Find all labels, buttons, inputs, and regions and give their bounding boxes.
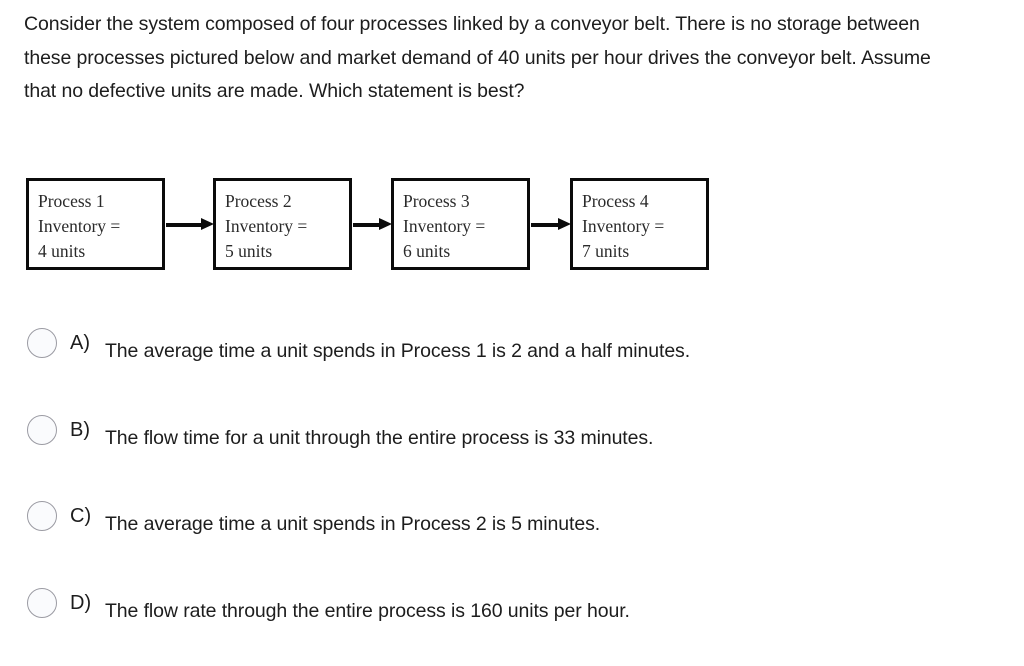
process-box-4-inventory-value: 7 units xyxy=(582,241,630,261)
radio-button-c[interactable] xyxy=(27,501,57,531)
arrow-head xyxy=(379,218,392,230)
process-box-2-title: Process 2 xyxy=(225,191,292,211)
arrow-shaft xyxy=(531,223,559,227)
process-box-3-title: Process 3 xyxy=(403,191,470,211)
process-box-3-inventory-value: 6 units xyxy=(403,241,451,261)
process-box-1-inventory-label: Inventory = xyxy=(38,216,121,236)
option-text-c[interactable]: The average time a unit spends in Proces… xyxy=(105,513,601,535)
arrow-right-icon xyxy=(166,218,214,231)
option-letter-a: A) xyxy=(70,332,90,354)
process-flow-diagram: Process 1 Inventory = 4 units Process 2 … xyxy=(0,178,1024,282)
option-row-b[interactable]: B) The flow time for a unit through the … xyxy=(0,405,1024,492)
radio-button-b[interactable] xyxy=(27,414,57,445)
arrow-right-icon xyxy=(531,218,571,231)
option-text-b[interactable]: The flow time for a unit through the ent… xyxy=(105,426,654,449)
process-box-1-inventory-value: 4 units xyxy=(38,241,86,261)
option-text-d[interactable]: The flow rate through the entire process… xyxy=(105,599,630,622)
radio-button-a[interactable] xyxy=(27,328,57,358)
answer-options-group: A) The average time a unit spends in Pro… xyxy=(0,318,1024,664)
arrow-shaft xyxy=(353,223,380,227)
process-box-3: Process 3 Inventory = 6 units xyxy=(391,178,530,270)
process-box-1-title: Process 1 xyxy=(38,191,105,211)
question-prompt: Consider the system composed of four pro… xyxy=(24,13,931,102)
option-row-c[interactable]: C) The average time a unit spends in Pro… xyxy=(0,491,1024,578)
arrow-head xyxy=(201,218,214,230)
option-row-a[interactable]: A) The average time a unit spends in Pro… xyxy=(0,318,1024,405)
radio-button-d[interactable] xyxy=(27,587,57,618)
process-box-4: Process 4 Inventory = 7 units xyxy=(570,178,709,270)
option-row-d[interactable]: D) The flow rate through the entire proc… xyxy=(0,578,1024,665)
process-box-1: Process 1 Inventory = 4 units xyxy=(26,178,165,270)
process-box-2: Process 2 Inventory = 5 units xyxy=(213,178,352,270)
process-box-3-inventory-label: Inventory = xyxy=(403,216,486,236)
option-text-a[interactable]: The average time a unit spends in Proces… xyxy=(105,340,691,362)
process-box-2-inventory-label: Inventory = xyxy=(225,216,308,236)
process-box-4-title: Process 4 xyxy=(582,191,649,211)
arrow-shaft xyxy=(166,223,202,227)
option-letter-d: D) xyxy=(70,591,92,614)
process-box-4-inventory-label: Inventory = xyxy=(582,216,665,236)
process-box-2-inventory-value: 5 units xyxy=(225,241,273,261)
option-letter-c: C) xyxy=(70,505,92,527)
arrow-right-icon xyxy=(353,218,392,231)
arrow-head xyxy=(558,218,571,230)
option-letter-b: B) xyxy=(70,418,90,441)
